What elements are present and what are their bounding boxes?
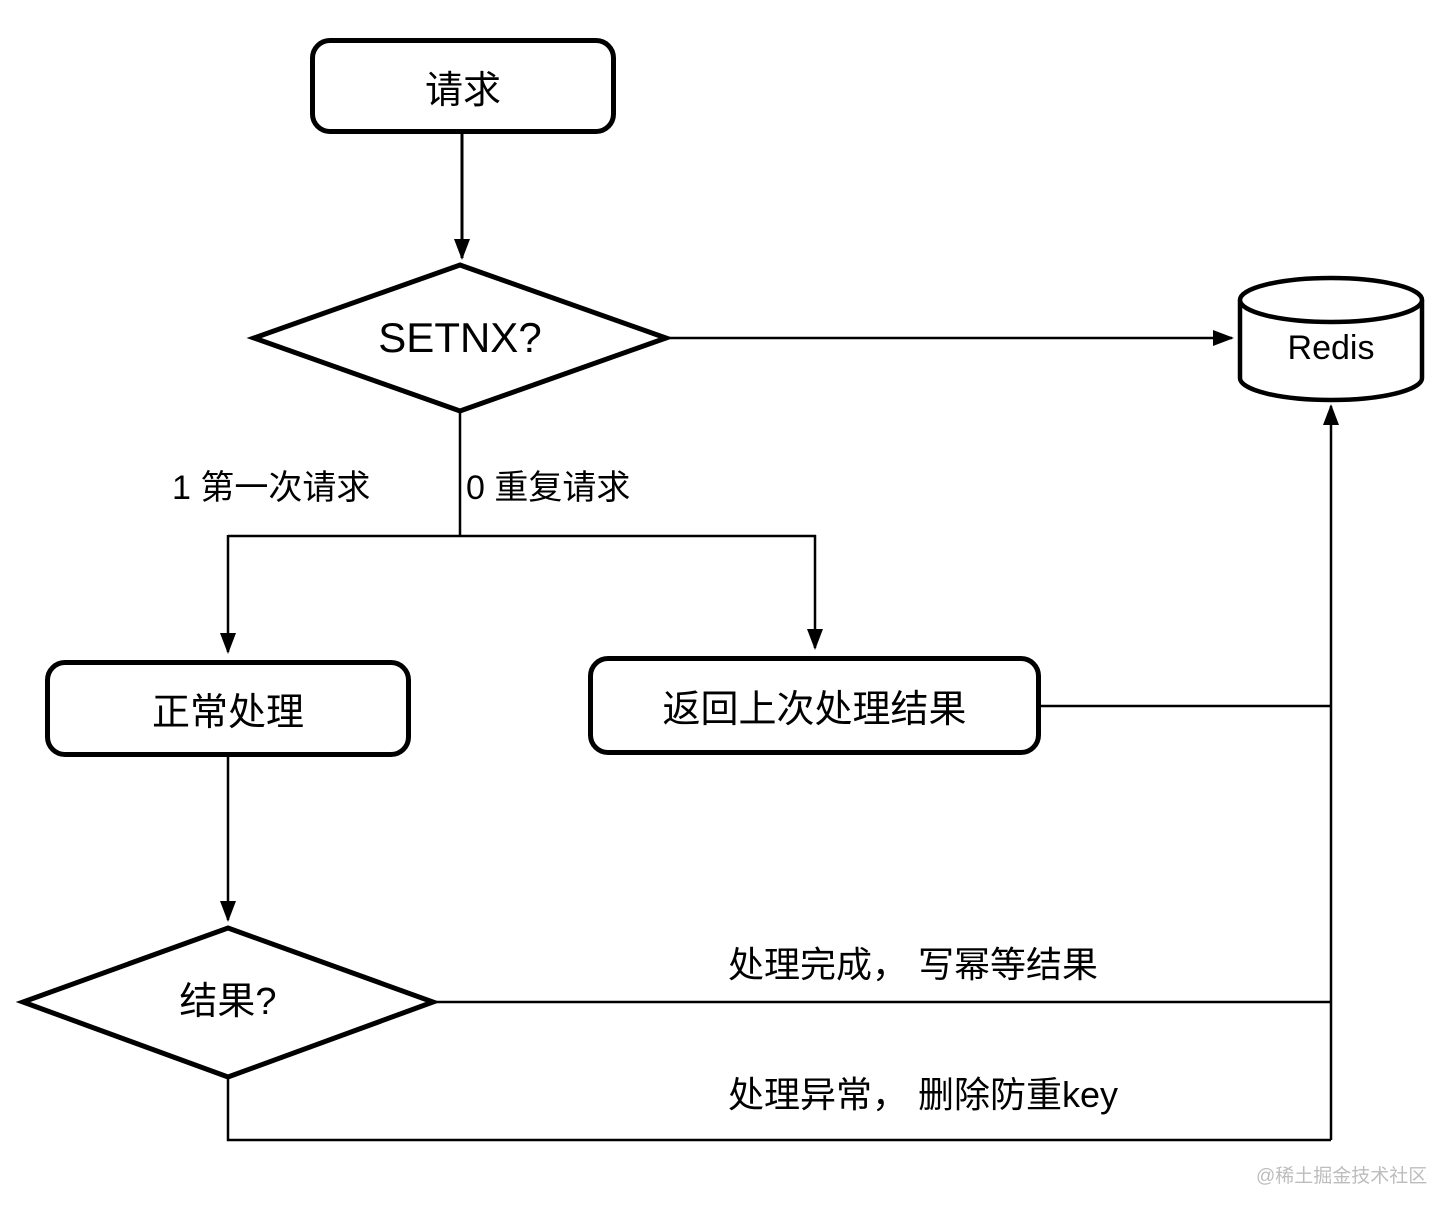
normal-process-node-label: 正常处理 (151, 692, 304, 734)
edge-label-success: 处理完成， 写幂等结果 (728, 944, 1099, 985)
result-diamond (15, 925, 441, 1080)
setnx-diamond (246, 262, 674, 414)
redis-cylinder-icon (1237, 275, 1425, 403)
edge-label-repeat-request: 0 重复请求 (466, 469, 631, 507)
normal-process-node: 正常处理 (45, 660, 411, 757)
edge-result-failure (226, 1077, 1331, 1142)
return-previous-result-node: 返回上次处理结果 (588, 656, 1041, 755)
request-node-label: 请求 (424, 69, 501, 112)
edge-label-failure: 处理异常， 删除防重key (728, 1074, 1119, 1115)
watermark-text: @稀土掘金技术社区 (1256, 1166, 1428, 1187)
edge-label-first-request: 1 第一次请求 (172, 469, 371, 507)
return-previous-result-node-label: 返回上次处理结果 (662, 689, 967, 731)
request-node: 请求 (310, 38, 616, 134)
